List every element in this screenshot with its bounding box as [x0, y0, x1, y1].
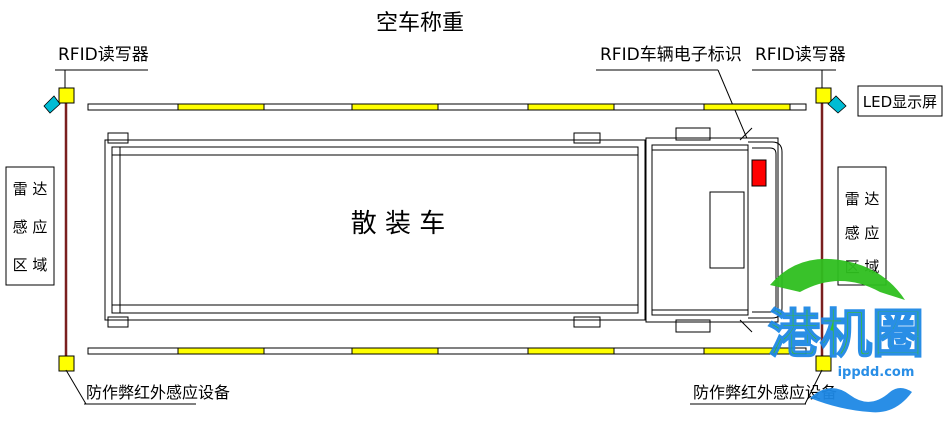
- diagram-title: 空车称重: [376, 11, 464, 36]
- rfid-tag-marker: [751, 159, 767, 187]
- rfid-reader-right-antenna-icon: [827, 95, 847, 114]
- lane-line-top: [87, 103, 807, 111]
- watermark-text: 港机圈: [768, 305, 924, 365]
- radar-left-line-1: 雷 达: [13, 180, 48, 198]
- ir-sensor-left-label: 防作弊红外感应设备: [86, 383, 230, 402]
- rfid-reader-left-antenna-icon: [43, 95, 61, 114]
- led-display-label: LED显示屏: [863, 93, 937, 111]
- rfid-reader-left-device: [58, 87, 75, 104]
- logo-cloud-icon: [810, 388, 912, 413]
- ir-sensor-left-device: [58, 355, 75, 372]
- svg-text:ippdd.com: ippdd.com: [838, 365, 915, 380]
- radar-left-line-2: 感 应: [13, 218, 48, 236]
- truck-label: 散 装 车: [351, 209, 446, 239]
- radar-right-line-2: 感 应: [845, 224, 880, 242]
- rfid-reader-left-label: RFID读写器: [58, 45, 149, 65]
- watermark-logo: 港机圈 ippdd.com: [767, 258, 925, 413]
- ir-sensor-right-label: 防作弊红外感应设备: [693, 383, 837, 402]
- ir-sensor-right-device: [815, 355, 832, 372]
- radar-left-line-3: 区 域: [13, 256, 48, 274]
- bulk-truck: [104, 127, 783, 333]
- rfid-tag-label: RFID车辆电子标识: [600, 45, 742, 65]
- radar-zone-left-box: [5, 166, 55, 286]
- rfid-reader-right-device: [815, 87, 832, 104]
- led-display-box: [857, 85, 943, 117]
- rfid-reader-right-label: RFID读写器: [755, 45, 846, 65]
- logo-wave-icon: [770, 258, 905, 300]
- radar-right-line-1: 雷 达: [845, 190, 880, 208]
- lane-line-bottom: [87, 347, 807, 355]
